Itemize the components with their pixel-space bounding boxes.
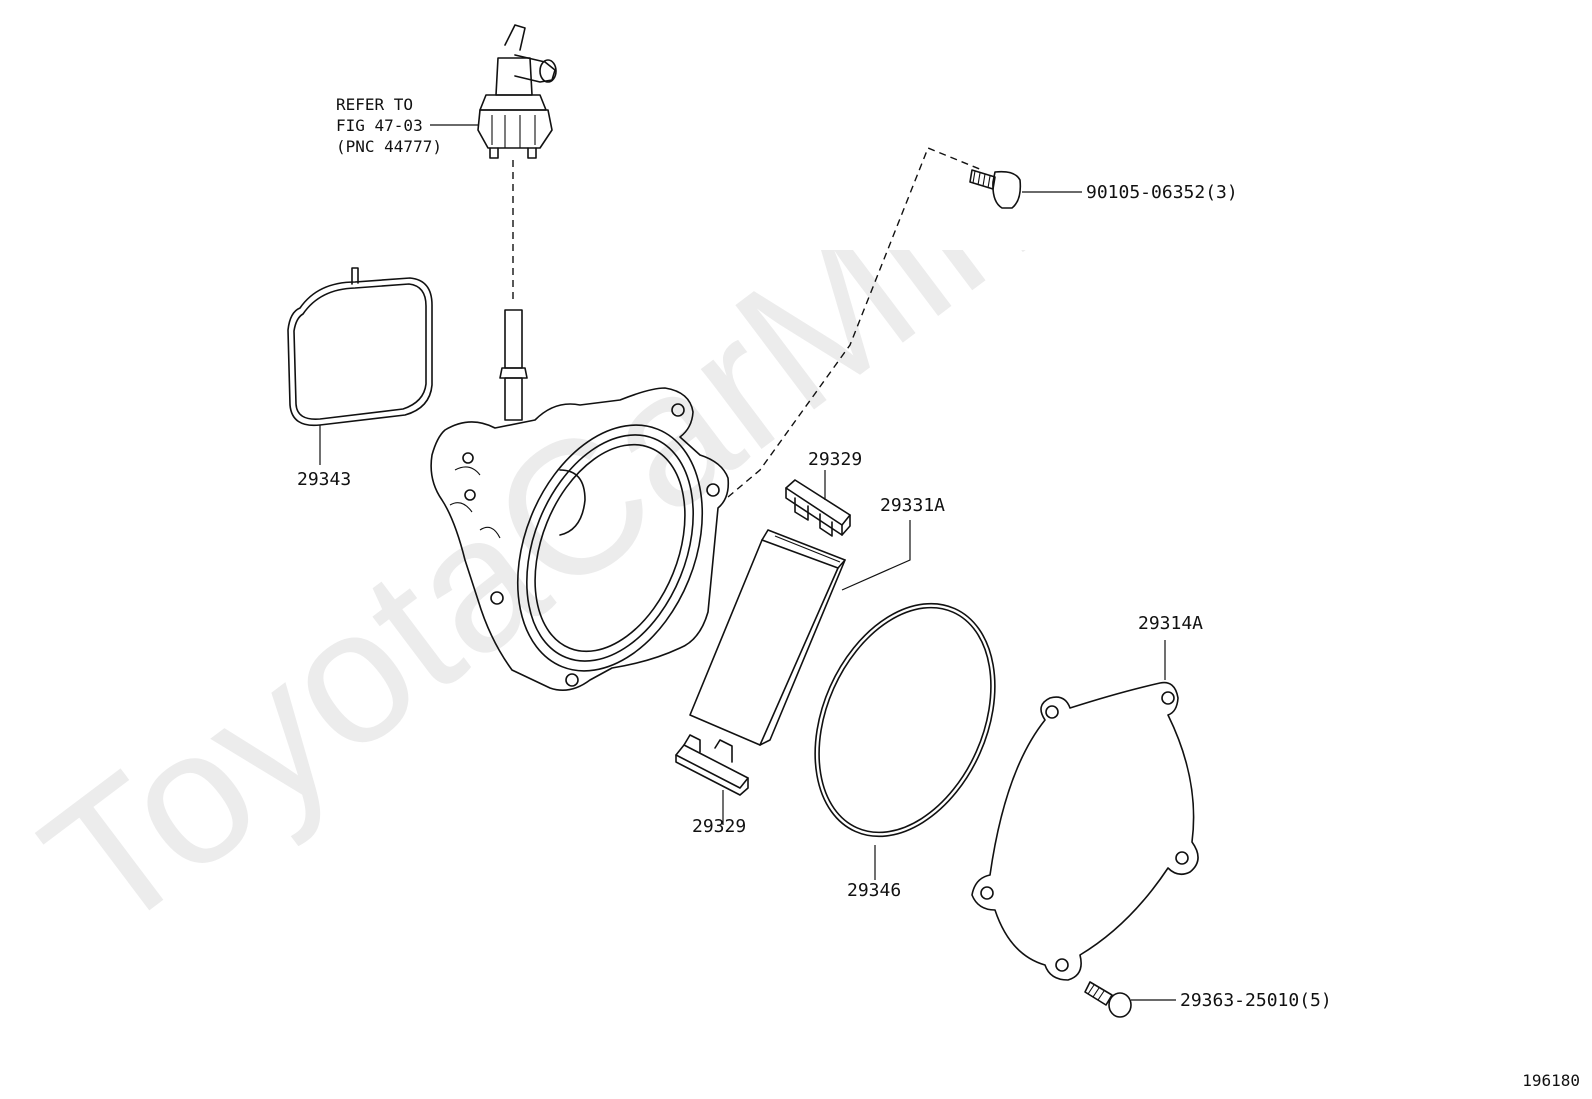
reference-note-line2: FIG 47-03 — [336, 116, 423, 135]
part-label-29363-25010[interactable]: 29363-25010(5) — [1180, 990, 1332, 1011]
part-label-29346[interactable]: 29346 — [847, 880, 902, 901]
part-label-29314A[interactable]: 29314A — [1138, 613, 1204, 634]
cover-plate-29314A-illustration — [971, 640, 1199, 981]
rotor-vane-29331A-illustration — [689, 520, 911, 746]
part-label-29329-lower[interactable]: 29329 — [692, 816, 747, 837]
bolt-90105-illustration — [969, 169, 1082, 209]
clip-29329-lower-illustration — [675, 734, 749, 825]
assembly-line-bolt — [727, 147, 983, 498]
o-ring-29346-illustration — [814, 602, 996, 880]
vacuum-pump-housing-illustration — [430, 309, 730, 691]
reference-note-line3: (PNC 44777) — [336, 137, 442, 156]
reference-note: REFER TO FIG 47-03 (PNC 44777) — [336, 94, 442, 157]
clip-29329-upper-illustration — [785, 470, 851, 537]
part-label-29343[interactable]: 29343 — [297, 469, 352, 490]
screw-29363-illustration — [1084, 981, 1176, 1018]
figure-number: 196180 — [1522, 1071, 1580, 1090]
check-valve-illustration — [477, 24, 557, 159]
part-label-29331A[interactable]: 29331A — [880, 495, 946, 516]
part-label-90105-06352[interactable]: 90105-06352(3) — [1086, 182, 1238, 203]
reference-note-line1: REFER TO — [336, 95, 414, 114]
gasket-29343-illustration — [287, 267, 433, 465]
part-label-29329-upper[interactable]: 29329 — [808, 449, 863, 470]
